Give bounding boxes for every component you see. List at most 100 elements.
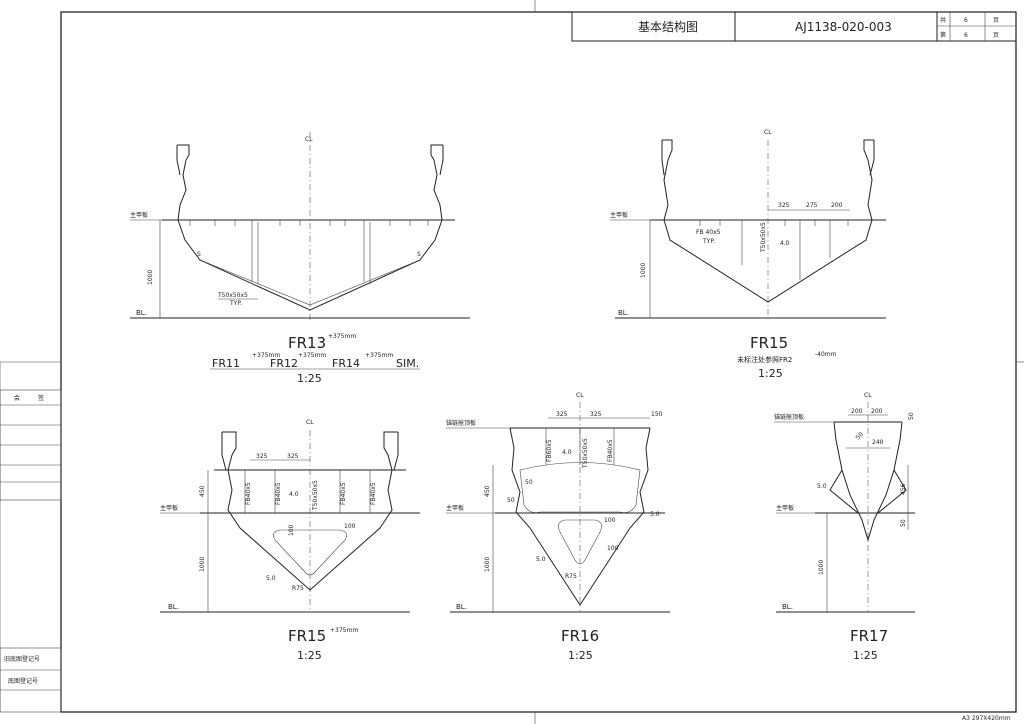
paper-size-note: A3 297X420mm <box>962 715 1011 722</box>
fr13-baseline: BL. <box>136 309 147 317</box>
fr16-dim-100a: 100 <box>604 517 616 524</box>
fr13-name: FR13 <box>288 334 326 352</box>
fr15-dim-2: 275 <box>806 202 818 209</box>
fr13-s-left: S <box>197 251 201 258</box>
base-register-label: 底图登记号 <box>8 677 38 685</box>
fr13-cl: CL <box>305 136 313 143</box>
fr15b-offset: +375mm <box>330 627 358 634</box>
fr15-dim-1: 325 <box>778 202 790 209</box>
fr13-sim: SIM. <box>396 357 419 370</box>
fr16-fb: FB40x5 <box>607 439 614 462</box>
fr15-fb: FB 40x5 <box>696 229 721 236</box>
fr16-dim-1: 325 <box>556 411 568 418</box>
fr16-thk: 4.0 <box>562 449 572 456</box>
fr15b-fb-1: FB40x5 <box>245 482 252 505</box>
fr13-offset: +375mm <box>328 333 356 340</box>
fr15-dim-1000: 1000 <box>640 263 647 278</box>
fr13-sim-off1: +375mm <box>252 352 280 359</box>
title-block: 基本结构图 AJ1138-020-003 共 6 页 第 6 页 <box>571 11 1017 42</box>
fr13-dim-1000: 1000 <box>147 270 154 285</box>
sign-label-a: 会 <box>14 394 20 402</box>
fr17-scale: 1:25 <box>853 649 878 662</box>
section-fr15b: CL 主甲板 325 325 FB40x5 FB40x5 T50x50x5 FB… <box>160 419 420 662</box>
fr15b-name: FR15 <box>288 627 326 645</box>
fr13-sim-f1: FR11 <box>212 357 240 370</box>
fr13-deck-label: 主甲板 <box>130 211 148 219</box>
sheet-unit: 页 <box>993 32 999 39</box>
fr15b-cl: CL <box>306 419 314 426</box>
fr15b-r75: R75 <box>292 585 304 592</box>
fr17-cl: CL <box>864 392 872 399</box>
total-pages: 6 <box>964 17 968 24</box>
fr15-typ: TYP. <box>702 238 715 245</box>
fr15b-fb-2: FB40x5 <box>275 482 282 505</box>
fr16-cl: CL <box>576 392 584 399</box>
fr17-dim-50a: 50 <box>908 412 915 420</box>
fr13-sim-off2: +375mm <box>298 352 326 359</box>
sheet-label: 第 <box>940 31 946 39</box>
drawing-title: 基本结构图 <box>638 19 698 34</box>
fr13-typ: TYP. <box>229 300 242 307</box>
fr15b-fb-3: FB40x5 <box>340 482 347 505</box>
fr13-sim-f2: FR12 <box>270 357 298 370</box>
total-label: 共 <box>940 16 946 24</box>
fr17-dim-50c: 50 <box>900 519 907 527</box>
side-table: 会 签 旧底图登记号 底图登记号 <box>0 389 62 713</box>
fr15-name: FR15 <box>750 334 788 352</box>
section-fr17: CL 主甲板 锚链舱顶板 200 200 50 240 50 456 50 5.… <box>774 392 915 662</box>
fr16-baseline: BL. <box>456 603 467 611</box>
drawing-frame <box>60 11 1017 713</box>
fr16-t50: T50x50x5 <box>582 438 589 469</box>
fr15-scale: 1:25 <box>758 367 783 380</box>
fr16-name: FR16 <box>561 627 599 645</box>
fr15b-deck-label: 主甲板 <box>160 504 178 512</box>
fr15-note: 未标注处参照FR2 <box>737 355 792 364</box>
fr17-dim-1000: 1000 <box>818 560 825 575</box>
fr13-stiffener: T50x50x5 <box>217 292 248 299</box>
fr15b-dim-1000: 1000 <box>199 557 206 572</box>
fr13-s-right: S <box>417 251 421 258</box>
drawing-number: AJ1138-020-003 <box>795 20 892 34</box>
fr16-r75: R75 <box>565 573 577 580</box>
fr15b-dim-450: 450 <box>199 485 206 497</box>
fr17-anchor-deck: 锚链舱顶板 <box>774 413 804 421</box>
fr16-deck-label: 主甲板 <box>446 504 464 512</box>
fr13-scale: 1:25 <box>297 372 322 385</box>
fr17-deck-label: 主甲板 <box>776 504 794 512</box>
fr13-sim-off3: +375mm <box>365 352 393 359</box>
sign-label-b: 签 <box>38 394 44 402</box>
fr17-name: FR17 <box>850 627 888 645</box>
fr15-deck-label: 主甲板 <box>610 211 628 219</box>
section-fr13: CL 主甲板 S S T50x50x5 TYP. 1000 BL. <box>130 132 470 385</box>
fr16-dim-450: 450 <box>484 485 491 497</box>
fr15-dim-3: 200 <box>831 202 843 209</box>
fr17-dim-240: 240 <box>872 439 884 446</box>
total-unit: 页 <box>993 17 999 24</box>
fr15-thk: 4.0 <box>780 240 790 247</box>
fr15-note-off: -40mm <box>815 351 837 358</box>
fr15b-fb-4: FB40x5 <box>370 482 377 505</box>
fr15b-thk: 4.0 <box>289 491 299 498</box>
fr17-dim-1: 200 <box>851 408 863 415</box>
fr16-dim-1000: 1000 <box>484 557 491 572</box>
fr17-dim-456: 456 <box>900 483 907 495</box>
fr16-dim-5a: 5.0 <box>650 511 660 518</box>
fr16-fb2: FB60x5 <box>546 439 553 462</box>
fr13-sim-f3: FR14 <box>332 357 360 370</box>
fr15-baseline: BL. <box>618 309 629 317</box>
fr16-dim-100b: 100 <box>607 545 619 552</box>
fr16-dim-5b: 5.0 <box>536 556 546 563</box>
fr16-anchor-deck: 锚链舱顶板 <box>446 419 476 427</box>
fr15b-dim-100a: 100 <box>288 524 295 536</box>
fr16-scale: 1:25 <box>568 649 593 662</box>
fr17-dim-50b: 50 <box>854 431 864 441</box>
fr16-dim-2: 325 <box>590 411 602 418</box>
fr15b-dim-100b: 100 <box>344 523 356 530</box>
section-fr16: CL 主甲板 锚链舱顶板 325 325 150 FB60x5 T50x50x5… <box>446 392 670 662</box>
fr15b-t50: T50x50x5 <box>312 480 319 511</box>
fr16-dim-3: 150 <box>651 411 663 418</box>
sheet-number: 6 <box>964 32 968 39</box>
fr17-baseline: BL. <box>782 603 793 611</box>
fr17-dim-5: 5.0 <box>817 483 827 490</box>
